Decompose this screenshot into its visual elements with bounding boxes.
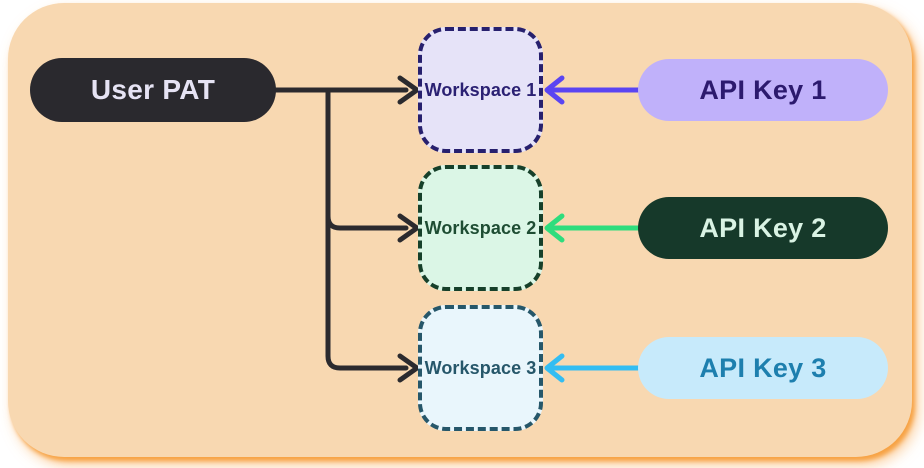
api-key-2-label: API Key 2 [699,212,827,243]
workspace-3-node: Workspace 3 [418,305,543,431]
workspace-3-label: Workspace 3 [424,357,537,378]
workspace-1-node: Workspace 1 [418,27,543,153]
workspace-1-label: Workspace 1 [424,79,537,100]
api-key-1-label: API Key 1 [699,74,827,105]
user-pat-label: User PAT [90,74,216,105]
workspace-2-label: Workspace 2 [424,217,537,238]
workspace-2-node: Workspace 2 [418,165,543,291]
api-key-2-node: API Key 2 [638,197,888,259]
api-key-1-node: API Key 1 [638,59,888,121]
api-key-3-node: API Key 3 [638,337,888,399]
api-key-3-label: API Key 3 [699,352,827,383]
user-pat-node: User PAT [30,58,276,122]
